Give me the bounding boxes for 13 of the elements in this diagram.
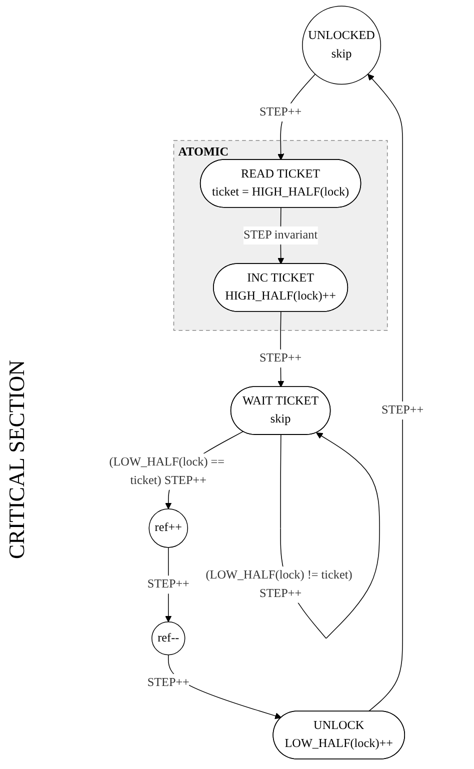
- edge-label: STEP++: [147, 676, 190, 690]
- edge-label: (LOW_HALF(lock) == ticket) STEP++: [109, 456, 224, 487]
- edge-label: STEP++: [382, 404, 424, 417]
- edge-label: (LOW_HALF(lock) != ticket) STEP++: [206, 568, 352, 600]
- node-circle: UNLOCKED skip: [302, 6, 382, 85]
- edge-label: STEP++: [260, 106, 302, 118]
- section-label: CRITICAL SECTION: [4, 360, 30, 560]
- node-circle: ref--: [152, 622, 186, 656]
- edge-label: STEP invariant: [243, 228, 318, 242]
- edge-label: STEP++: [260, 352, 302, 365]
- node-circle: ref++: [148, 508, 188, 548]
- arrow: [368, 74, 403, 712]
- edge-label: STEP++: [147, 578, 190, 591]
